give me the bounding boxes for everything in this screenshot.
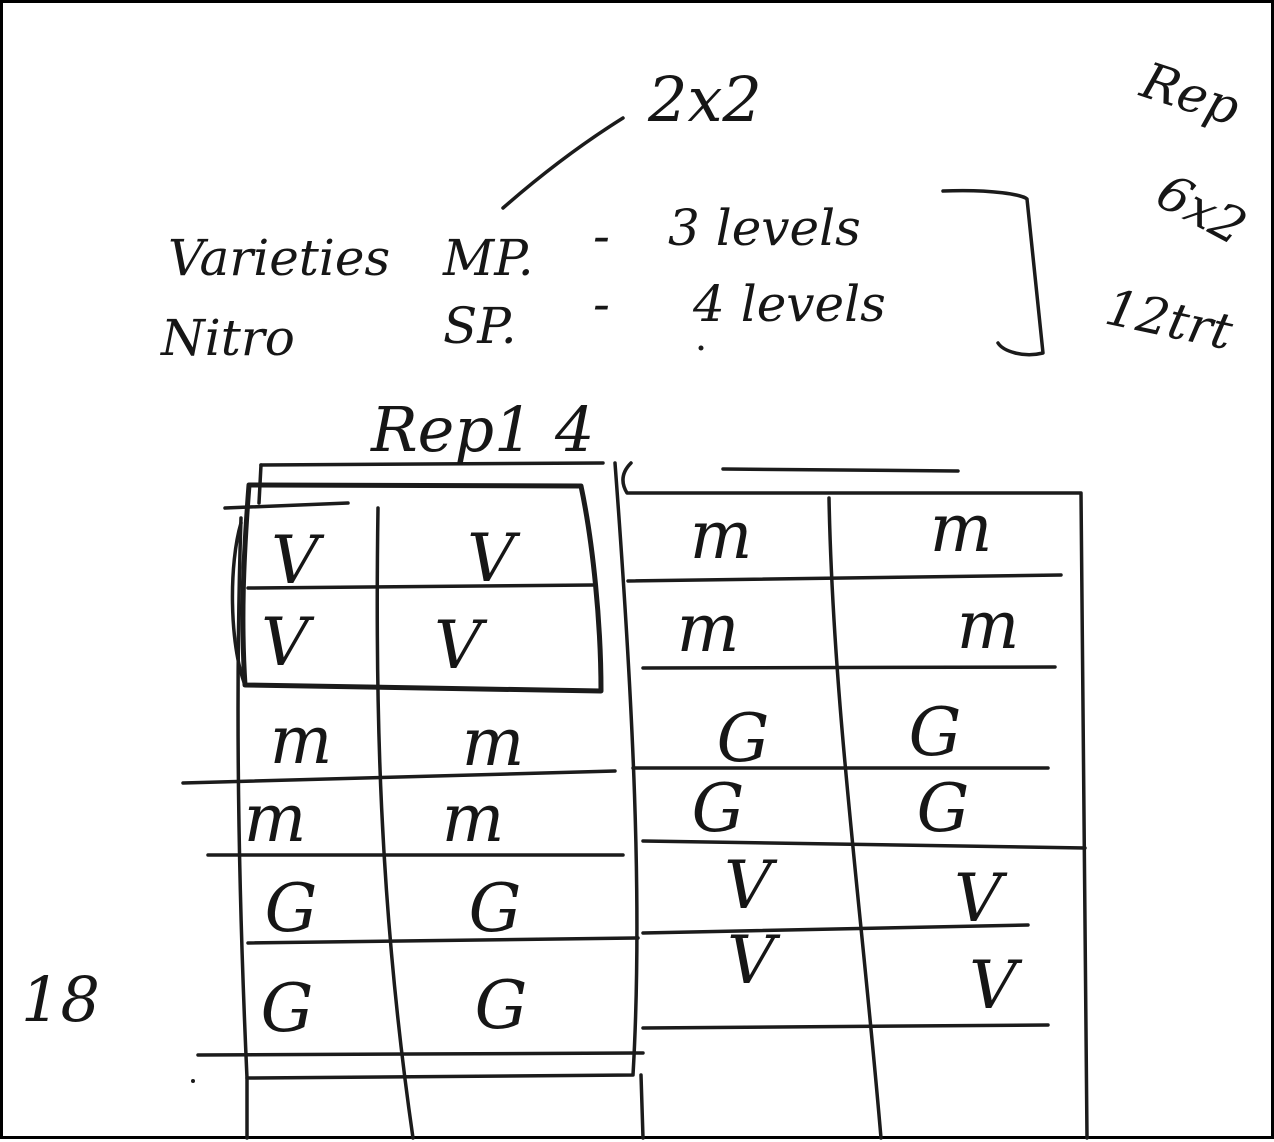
stray-dot <box>191 1079 195 1083</box>
factor-1-name: Nitro <box>160 309 295 367</box>
factor-0-plot: MP. <box>442 229 534 287</box>
right-cell-0-1: m <box>930 490 993 567</box>
right-row-line-5 <box>641 923 1030 935</box>
factor-0-dash: - <box>593 207 610 265</box>
right-row-line-1 <box>626 573 1063 583</box>
block-number: 4 <box>554 393 594 466</box>
right-cell-1-1: m <box>957 587 1020 664</box>
left-block-frame <box>236 461 639 1080</box>
side-count: 18 <box>21 963 100 1036</box>
left-row-line-1 <box>246 583 595 590</box>
right-cell-0-0: m <box>690 497 753 574</box>
right-cell-4-0: V <box>724 847 778 924</box>
left-cell-4-1: G <box>469 870 522 947</box>
rep-note-line2: 6x2 <box>1147 162 1255 256</box>
left-cell-1-1: V <box>434 607 488 684</box>
design-note: 2x2 <box>647 63 762 136</box>
left-block-cells: V V V V m m m m G G G G <box>244 520 528 1047</box>
left-row-line-4 <box>246 936 640 945</box>
highlight-side-curl <box>230 521 247 687</box>
pointer-line <box>501 116 625 210</box>
factor-bracket <box>941 188 1045 357</box>
right-block-cells: m m m m G G G G V V V V <box>677 490 1023 1024</box>
left-cell-1-0: V <box>261 604 315 681</box>
left-row-line-5 <box>196 1051 645 1057</box>
factor-1-dash: - <box>593 275 610 333</box>
left-cell-3-0: m <box>244 780 307 857</box>
left-block-divider <box>375 506 415 1140</box>
left-cell-2-1: m <box>462 704 525 781</box>
block-top-line <box>259 461 605 467</box>
left-cell-3-1: m <box>442 780 505 857</box>
left-cell-4-0: G <box>265 870 318 947</box>
right-cell-2-1: G <box>909 694 962 771</box>
right-block-frame <box>621 461 1089 1140</box>
block-top-line-right <box>721 467 960 473</box>
treatments-note: 12trt <box>1101 278 1239 361</box>
left-cell-5-0: G <box>261 970 314 1047</box>
rep-note-line1: Rep <box>1133 51 1246 137</box>
right-row-line-2 <box>641 665 1057 670</box>
right-row-line-4 <box>641 839 1087 850</box>
right-cell-2-0: G <box>717 700 770 777</box>
right-cell-3-0: G <box>692 770 745 847</box>
left-cell-2-0: m <box>270 702 333 779</box>
factor-1-levels: 4 levels <box>692 275 886 333</box>
block-label: Rep1 <box>370 393 534 466</box>
right-cell-1-0: m <box>677 590 740 667</box>
factor-0-name: Varieties <box>168 229 390 287</box>
left-ext-2 <box>639 1073 645 1140</box>
factor-0-levels: 3 levels <box>668 199 861 257</box>
left-cell-0-1: V <box>467 520 521 597</box>
left-row-line-0 <box>223 501 350 510</box>
factor-1-plot: SP. <box>443 297 517 355</box>
left-row-line-2 <box>181 769 617 785</box>
right-row-line-6 <box>641 1023 1050 1030</box>
right-cell-5-1: V <box>969 947 1023 1024</box>
left-cell-0-0: V <box>271 522 325 599</box>
right-cell-4-1: V <box>954 860 1008 937</box>
sketch-canvas: 2x2 Rep 6x2 12trt Varieties MP. - 3 leve… <box>21 51 1256 1140</box>
main-plot-highlight <box>240 482 604 694</box>
right-cell-3-1: G <box>917 770 970 847</box>
stray-dot-2 <box>698 345 704 351</box>
right-cell-5-0: V <box>727 922 781 999</box>
left-cell-5-1: G <box>475 967 528 1044</box>
right-block-divider <box>827 496 883 1140</box>
